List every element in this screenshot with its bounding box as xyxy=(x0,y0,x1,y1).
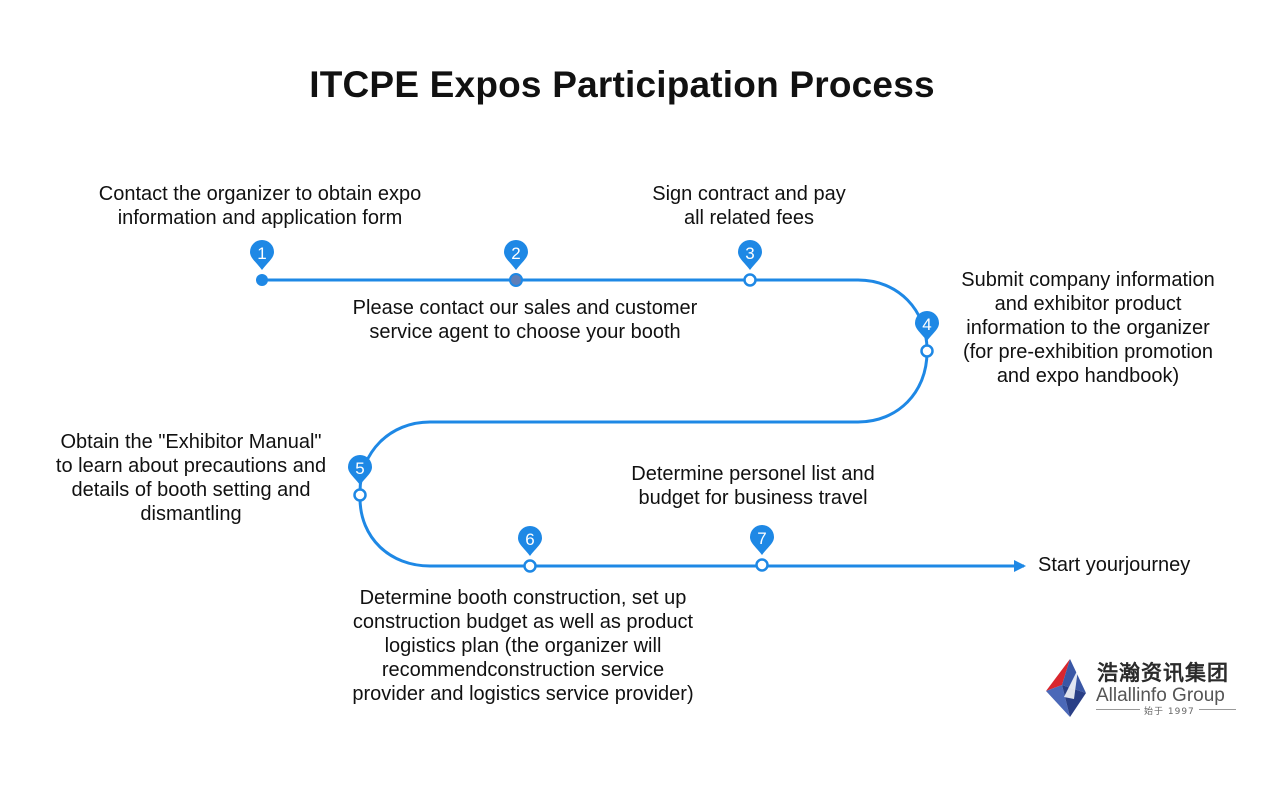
step-6-line-2: construction budget as well as product xyxy=(352,611,694,633)
step-2-pin-icon xyxy=(504,240,528,270)
step-5-node xyxy=(353,488,367,502)
step-3-node xyxy=(743,273,757,287)
logo-name-en: Allallinfo Group xyxy=(1096,685,1225,706)
step-1-marker: 1 xyxy=(250,240,274,286)
step-4-line-1: Submit company information xyxy=(961,269,1215,291)
step-3-marker: 3 xyxy=(738,240,762,287)
step-7-number: 7 xyxy=(757,529,766,548)
step-6-line-1: Determine booth construction, set up xyxy=(359,587,687,609)
step-7-node xyxy=(755,558,769,572)
step-1-number: 1 xyxy=(257,244,266,263)
step-6-node xyxy=(523,559,537,573)
step-6-pin-icon xyxy=(518,526,542,556)
step-5-marker: 5 xyxy=(348,455,372,502)
step-6-line-4: recommendconstruction service xyxy=(381,659,665,681)
step-7-pin-icon xyxy=(750,525,774,555)
step-1-line-1: Contact the organizer to obtain expo xyxy=(98,183,422,205)
step-6-marker: 6 xyxy=(518,526,542,573)
step-5-pin-icon xyxy=(348,455,372,485)
logo-name-cn: 浩瀚资讯集团 xyxy=(1097,661,1229,685)
step-6-number: 6 xyxy=(525,530,534,549)
page-title: ITCPE Expos Participation Process xyxy=(309,64,935,105)
end-label: Start yourjourney xyxy=(1038,554,1191,576)
step-5-line-1: Obtain the "Exhibitor Manual" xyxy=(60,431,322,453)
step-3-description: Sign contract and pay all related fees xyxy=(599,182,899,230)
step-7-line-1: Determine personel list and xyxy=(631,463,875,485)
step-6-line-5: provider and logistics service provider) xyxy=(352,683,694,705)
step-2-description: Please contact our sales and customer se… xyxy=(325,296,725,344)
step-4-number: 4 xyxy=(922,315,931,334)
step-4-marker: 4 xyxy=(915,311,939,358)
company-logo: 浩瀚资讯集团 Allallinfo Group 始于 1997 xyxy=(1040,655,1240,721)
step-4-node xyxy=(920,344,934,358)
step-5-line-3: details of booth setting and xyxy=(71,479,311,501)
step-1-pin-icon xyxy=(250,240,274,270)
step-6-line-3: logistics plan (the organizer will xyxy=(384,635,662,657)
step-3-pin-icon xyxy=(738,240,762,270)
step-4-line-3: information to the organizer xyxy=(966,317,1210,339)
step-4-description: Submit company information and exhibitor… xyxy=(938,268,1238,388)
step-5-number: 5 xyxy=(355,459,364,478)
step-5-line-4: dismantling xyxy=(140,503,242,525)
step-2-number: 2 xyxy=(511,244,520,263)
step-1-node xyxy=(256,274,268,286)
step-4-pin-icon xyxy=(915,311,939,341)
step-7-description: Determine personel list and budget for b… xyxy=(603,462,903,510)
step-2-line-2: service agent to choose your booth xyxy=(369,321,681,343)
logo-since: 始于 1997 xyxy=(1140,704,1199,717)
step-4-line-4: (for pre-exhibition promotion xyxy=(962,341,1214,363)
step-7-marker: 7 xyxy=(750,525,774,572)
step-6-description: Determine booth construction, set up con… xyxy=(318,586,728,706)
step-7-line-2: budget for business travel xyxy=(638,487,868,509)
step-3-line-2: all related fees xyxy=(683,207,815,229)
step-4-line-5: and expo handbook) xyxy=(996,365,1180,387)
step-2-node xyxy=(509,273,523,287)
step-1-line-2: information and application form xyxy=(117,207,403,229)
step-3-number: 3 xyxy=(745,244,754,263)
step-5-description: Obtain the "Exhibitor Manual" to learn a… xyxy=(40,430,342,526)
step-4-line-2: and exhibitor product xyxy=(994,293,1182,315)
step-2-line-1: Please contact our sales and customer xyxy=(352,297,698,319)
logo-mark-icon xyxy=(1046,659,1086,717)
step-5-line-2: to learn about precautions and xyxy=(55,455,327,477)
step-3-line-1: Sign contract and pay xyxy=(652,183,846,205)
step-2-marker: 2 xyxy=(504,240,528,287)
step-1-description: Contact the organizer to obtain expo inf… xyxy=(60,182,460,230)
